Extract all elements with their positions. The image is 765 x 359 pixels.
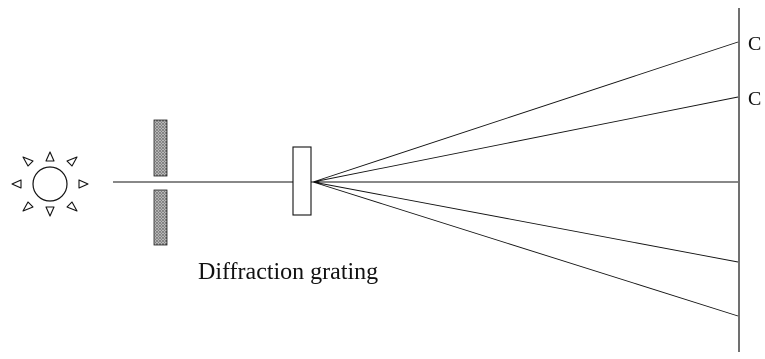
- ray-upper-1: [312, 96, 739, 183]
- screen-label-upper-1: C: [748, 88, 761, 110]
- double-slit: [153, 119, 168, 246]
- screen-label-upper-2: C: [748, 33, 761, 55]
- ray-lower-2: [312, 181, 739, 317]
- grating-label: Diffraction grating: [198, 259, 378, 285]
- diffracted-rays: [312, 41, 739, 317]
- ray-upper-2: [312, 41, 739, 183]
- slit-lower-block: [153, 189, 168, 246]
- grating-rect: [292, 146, 312, 216]
- sun-icon: [11, 151, 89, 217]
- slit-upper-block: [153, 119, 168, 177]
- ray-lower-1: [312, 181, 739, 263]
